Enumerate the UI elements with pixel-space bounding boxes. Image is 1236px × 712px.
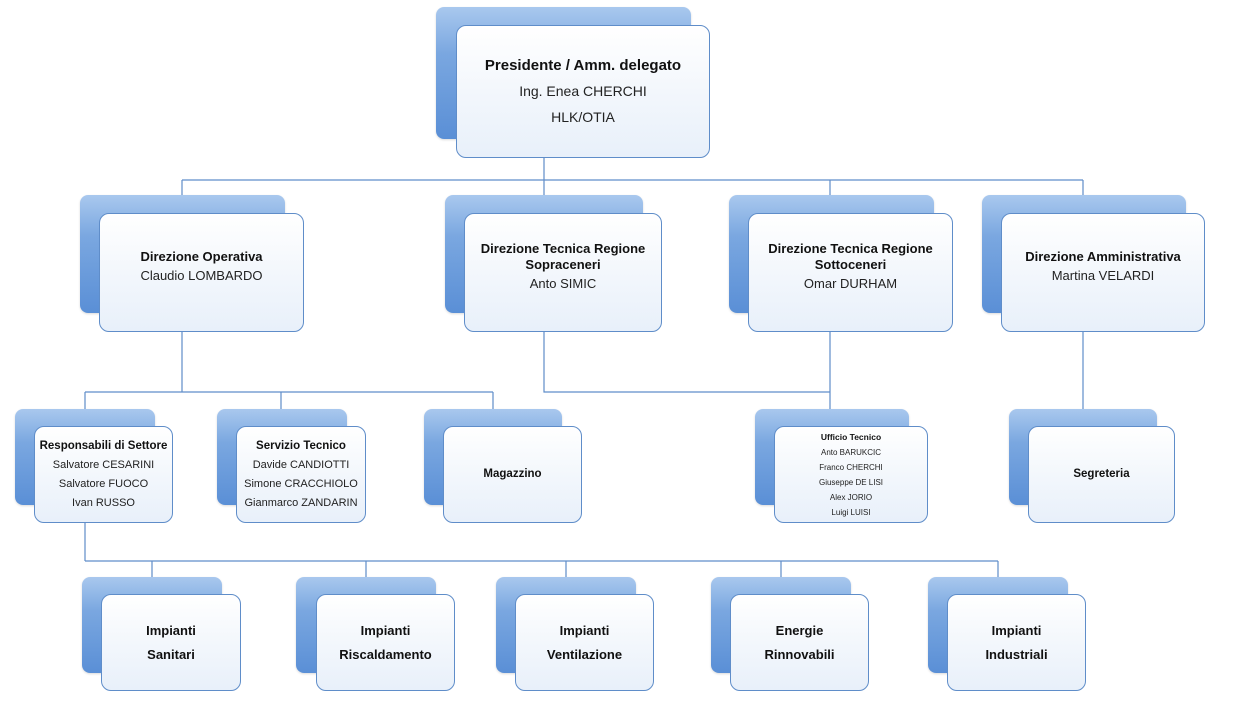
- node-title: Rinnovabili: [764, 646, 835, 662]
- node-line: Simone CRACCHIOLO: [244, 477, 358, 490]
- node-line: Alex JORIO: [829, 492, 873, 502]
- node-title: Impianti: [146, 622, 196, 638]
- node-title: Magazzino: [483, 468, 542, 480]
- node-title: Impianti: [991, 622, 1042, 638]
- node-title: Riscaldamento: [339, 646, 432, 662]
- node-line: Franco CHERCHI: [819, 462, 883, 472]
- node-title: Direzione Tecnica Regione Sottoceneri: [768, 240, 933, 272]
- node-line: Martina VELARDI: [1051, 267, 1155, 283]
- node-line: Luigi LUISI: [831, 507, 871, 517]
- node-title: Impianti: [360, 622, 411, 638]
- node-line: Omar DURHAM: [803, 275, 898, 291]
- node-title: Energie: [775, 622, 824, 638]
- node-title: Direzione Operativa: [140, 248, 263, 264]
- node-title: Responsabili di Settore: [39, 439, 168, 452]
- node-line: Salvatore FUOCO: [58, 477, 149, 490]
- node-line: Ing. Enea CHERCHI: [519, 82, 647, 99]
- node-line: Anto SIMIC: [529, 275, 597, 291]
- node-title: Direzione Amministrativa: [1025, 248, 1181, 264]
- node-line: Salvatore CESARINI: [52, 458, 155, 471]
- node-title: Impianti: [559, 622, 610, 638]
- node-line: Ivan RUSSO: [72, 496, 135, 509]
- node-title: Industriali: [985, 646, 1048, 662]
- node-title: Segreteria: [1073, 468, 1130, 480]
- node-title: Ventilazione: [546, 646, 623, 662]
- node-title: Servizio Tecnico: [256, 439, 346, 452]
- node-line: Davide CANDIOTTI: [252, 458, 350, 471]
- node-line: Gianmarco ZANDARIN: [244, 496, 358, 509]
- node-line: Giuseppe DE LISI: [818, 477, 884, 487]
- node-title: Direzione Tecnica Regione Sopraceneri: [480, 240, 646, 272]
- node-line: Claudio LOMBARDO: [140, 267, 263, 283]
- node-line: HLK/OTIA: [551, 108, 615, 125]
- node-title: Sanitari: [147, 646, 195, 662]
- node-title: Ufficio Tecnico: [820, 431, 882, 442]
- node-line: Anto BARUKCIC: [820, 447, 882, 457]
- node-title: Presidente / Amm. delegato: [484, 56, 682, 74]
